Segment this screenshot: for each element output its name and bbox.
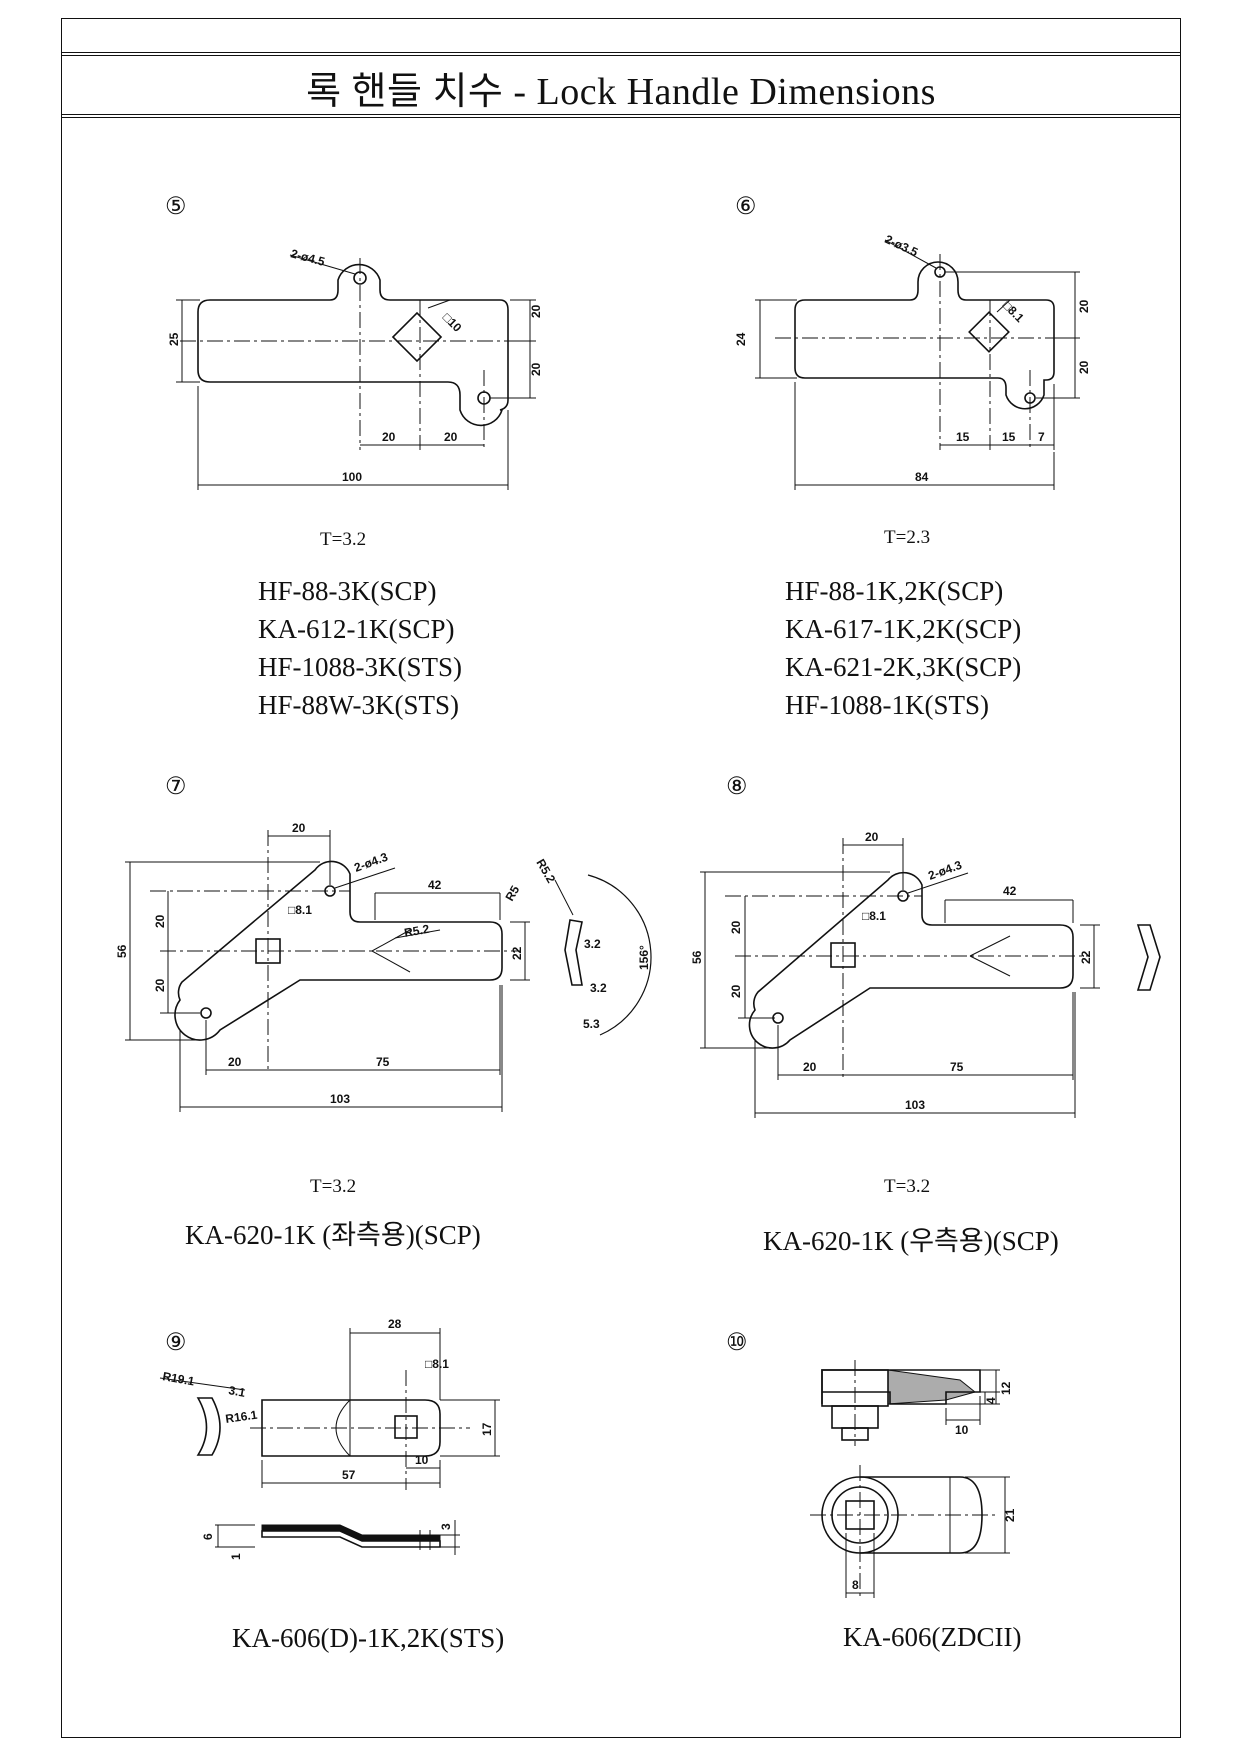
part-6-number: ⑥ — [735, 194, 757, 220]
title-band — [61, 52, 1181, 118]
page-title: 록 핸들 치수 - Lock Handle Dimensions — [306, 71, 936, 113]
part-7-square-dim: □8.1 — [288, 903, 312, 917]
part-9-t-dim: 3.1 — [227, 1383, 246, 1400]
part-9-h-dim: 6 — [201, 1533, 215, 1540]
part-7-angle-dim: 156° — [637, 945, 651, 970]
part-6-hole-dim: 2-ø3.5 — [883, 232, 921, 259]
part-6-outline — [794, 261, 1055, 410]
part-6-d3-dim: 7 — [1038, 430, 1045, 444]
part-5-model-4: HF-88W-3K(STS) — [258, 690, 459, 720]
part-9-r1-dim: R19.1 — [161, 1369, 195, 1388]
part-8-model: KA-620-1K (우측용)(SCP) — [763, 1226, 1059, 1256]
part-10-sq-dim: 8 — [852, 1578, 859, 1592]
part-8-height-dim: 56 — [690, 950, 704, 964]
part-7-thickness: T=3.2 — [310, 1176, 356, 1197]
part-8: ⑧ — [690, 774, 1161, 1256]
part-9-d1-dim: 10 — [415, 1453, 429, 1467]
part-6-thickness: T=2.3 — [884, 527, 930, 548]
part-10-dia-dim: 21 — [1003, 1508, 1017, 1522]
part-6-model-2: KA-617-1K,2K(SCP) — [785, 614, 1021, 644]
part-7-model: KA-620-1K (좌측용)(SCP) — [185, 1220, 481, 1250]
part-6-upper-dim: 20 — [1077, 299, 1091, 313]
part-5: ⑤ 2-ø4.5 □10 25 — [165, 194, 543, 720]
part-9-number: ⑨ — [165, 1330, 187, 1356]
part-7-top-dim: 20 — [292, 821, 306, 835]
part-7-s2-dim: 3.2 — [590, 981, 607, 995]
part-9: ⑨ — [159, 1317, 504, 1653]
part-8-d2-dim: 75 — [950, 1060, 964, 1074]
part-10-w1-dim: 10 — [955, 1423, 969, 1437]
part-9-side-view — [261, 1524, 441, 1542]
part-9-r2-dim: R16.1 — [224, 1408, 258, 1426]
part-5-outline — [197, 263, 509, 427]
part-8-d1-dim: 20 — [803, 1060, 817, 1074]
part-5-number: ⑤ — [165, 194, 187, 220]
part-6-model-3: KA-621-2K,3K(SCP) — [785, 652, 1021, 682]
part-7-outline — [174, 860, 503, 1041]
part-7-d1-dim: 20 — [228, 1055, 242, 1069]
part-8-hole-dim: 2-ø4.3 — [926, 858, 964, 883]
part-10-number: ⑩ — [726, 1330, 748, 1356]
part-8-lower-dim: 20 — [729, 984, 743, 998]
part-7-s3-dim: 5.3 — [583, 1017, 600, 1031]
part-7-r3-dim: R5.2 — [403, 922, 431, 940]
part-8-tip-dim: 22 — [1079, 950, 1093, 964]
part-7-s1-dim: 3.2 — [584, 937, 601, 951]
part-10-h1-dim: 12 — [999, 1381, 1013, 1395]
part-7-tip-dim: 22 — [510, 946, 524, 960]
part-5-upper-dim: 20 — [529, 304, 543, 318]
part-5-model-1: HF-88-3K(SCP) — [258, 576, 437, 606]
part-6-height-dim: 24 — [734, 332, 748, 346]
part-7-r2-dim: R5.2 — [533, 857, 558, 886]
part-8-thickness: T=3.2 — [884, 1176, 930, 1197]
part-7-length-dim: 103 — [330, 1092, 350, 1106]
part-6-length-dim: 84 — [915, 470, 929, 484]
part-5-d1-dim: 20 — [382, 430, 396, 444]
part-9-width-dim: 17 — [480, 1422, 494, 1436]
part-5-model-2: KA-612-1K(SCP) — [258, 614, 455, 644]
part-6-lower-dim: 20 — [1077, 360, 1091, 374]
part-7: ⑦ — [115, 774, 652, 1250]
part-9-model: KA-606(D)-1K,2K(STS) — [232, 1623, 504, 1653]
part-7-number: ⑦ — [165, 774, 187, 800]
part-8-length-dim: 103 — [905, 1098, 925, 1112]
part-6-d2-dim: 15 — [1002, 430, 1016, 444]
part-10-model: KA-606(ZDCII) — [843, 1622, 1021, 1652]
part-6-d1-dim: 15 — [956, 430, 970, 444]
part-10: ⑩ — [726, 1330, 1021, 1652]
part-9-length-dim: 57 — [342, 1468, 356, 1482]
part-5-lower-dim: 20 — [529, 362, 543, 376]
part-9-h2-dim: 3 — [439, 1523, 453, 1530]
part-7-upper-dim: 20 — [153, 914, 167, 928]
part-5-hole-dim: 2-ø4.5 — [289, 246, 326, 269]
part-8-outline — [748, 871, 1074, 1049]
part-7-lower-dim: 20 — [153, 978, 167, 992]
part-6-model-1: HF-88-1K,2K(SCP) — [785, 576, 1003, 606]
part-7-r1-dim: R5 — [502, 883, 522, 904]
drawing-frame — [61, 18, 1181, 1738]
part-7-height-dim: 56 — [115, 944, 129, 958]
part-8-number: ⑧ — [726, 774, 748, 800]
part-9-top-dim: 28 — [388, 1317, 402, 1331]
part-5-length-dim: 100 — [342, 470, 362, 484]
part-6-square-dim: □8.1 — [1000, 298, 1027, 325]
part-5-height-dim: 25 — [167, 332, 181, 346]
part-8-arm-dim: 42 — [1003, 884, 1017, 898]
part-7-d2-dim: 75 — [376, 1055, 390, 1069]
part-5-thickness: T=3.2 — [320, 529, 366, 550]
part-9-square-dim: □8.1 — [425, 1357, 449, 1371]
part-5-model-3: HF-1088-3K(STS) — [258, 652, 462, 682]
part-9-top-view — [261, 1399, 441, 1457]
part-9-h1-dim: 1 — [229, 1553, 243, 1560]
part-6: ⑥ 2-ø3.5 □8.1 — [734, 194, 1091, 720]
part-7-arm-dim: 42 — [428, 878, 442, 892]
part-6-model-4: HF-1088-1K(STS) — [785, 690, 989, 720]
part-8-upper-dim: 20 — [729, 920, 743, 934]
part-5-d2-dim: 20 — [444, 430, 458, 444]
part-8-top-dim: 20 — [865, 830, 879, 844]
part-10-h2-dim: 4 — [984, 1397, 998, 1404]
part-5-square-dim: □10 — [440, 310, 465, 335]
part-8-square-dim: □8.1 — [862, 909, 886, 923]
